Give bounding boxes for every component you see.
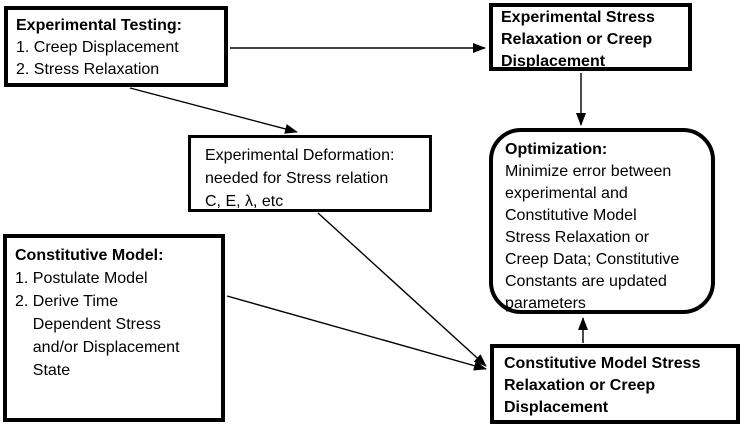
text-line: Constants are updated <box>505 273 667 290</box>
text-line: Creep Data; Constitutive <box>505 251 680 268</box>
text-line: Relaxation or Creep <box>501 31 653 48</box>
text-line: Displacement <box>501 53 606 70</box>
text-line: 2. Derive Time <box>15 293 119 310</box>
text-line: 1. Postulate Model <box>15 270 148 287</box>
text-line: Experimental Deformation: <box>205 147 395 164</box>
box-constitutive-model-title: Constitutive Model: <box>15 247 164 264</box>
box-optimization-title: Optimization: <box>505 141 608 158</box>
text-line: Relaxation or Creep <box>504 377 656 394</box>
text-line: and/or Displacement <box>15 339 180 356</box>
text-line: needed for Stress relation <box>205 170 389 187</box>
arrow-deformation-to-model-output <box>317 212 487 367</box>
text-line: Dependent Stress <box>15 316 161 333</box>
text-line: Experimental Stress <box>501 9 655 26</box>
box-experimental-deformation-text: Experimental Deformation: needed for Stre… <box>205 144 421 213</box>
box-experimental-deformation: Experimental Deformation: needed for Stre… <box>188 135 432 212</box>
box-constitutive-model-items: 1. Postulate Model 2. Derive Time Depende… <box>15 267 213 382</box>
text-line: Minimize error between <box>505 163 672 180</box>
text-line: Displacement <box>504 399 609 416</box>
text-line: Constitutive Model <box>505 207 637 224</box>
box-experimental-testing: Experimental Testing: 1. Creep Displacem… <box>4 6 228 87</box>
text-line: Stress Relaxation or <box>505 229 650 246</box>
box-constitutive-model: Constitutive Model: 1. Postulate Model 2.… <box>3 234 225 422</box>
arrow-testing-to-deformation <box>129 87 298 134</box>
box-optimization: Optimization: Minimize error between expe… <box>489 128 715 314</box>
arrow-model-to-model-output <box>226 295 487 371</box>
text-line: 2. Stress Relaxation <box>16 61 160 78</box>
text-line: State <box>15 362 71 379</box>
box-experimental-testing-title: Experimental Testing: <box>16 17 182 34</box>
text-line: experimental and <box>505 185 628 202</box>
box-experimental-testing-items: 1. Creep Displacement 2. Stress Relaxatio… <box>16 37 216 81</box>
text-line: parameters <box>505 295 586 312</box>
text-line: Constitutive Model Stress <box>504 355 701 372</box>
text-line: C, E, λ, etc <box>205 193 284 210</box>
text-line: 1. Creep Displacement <box>16 39 179 56</box>
